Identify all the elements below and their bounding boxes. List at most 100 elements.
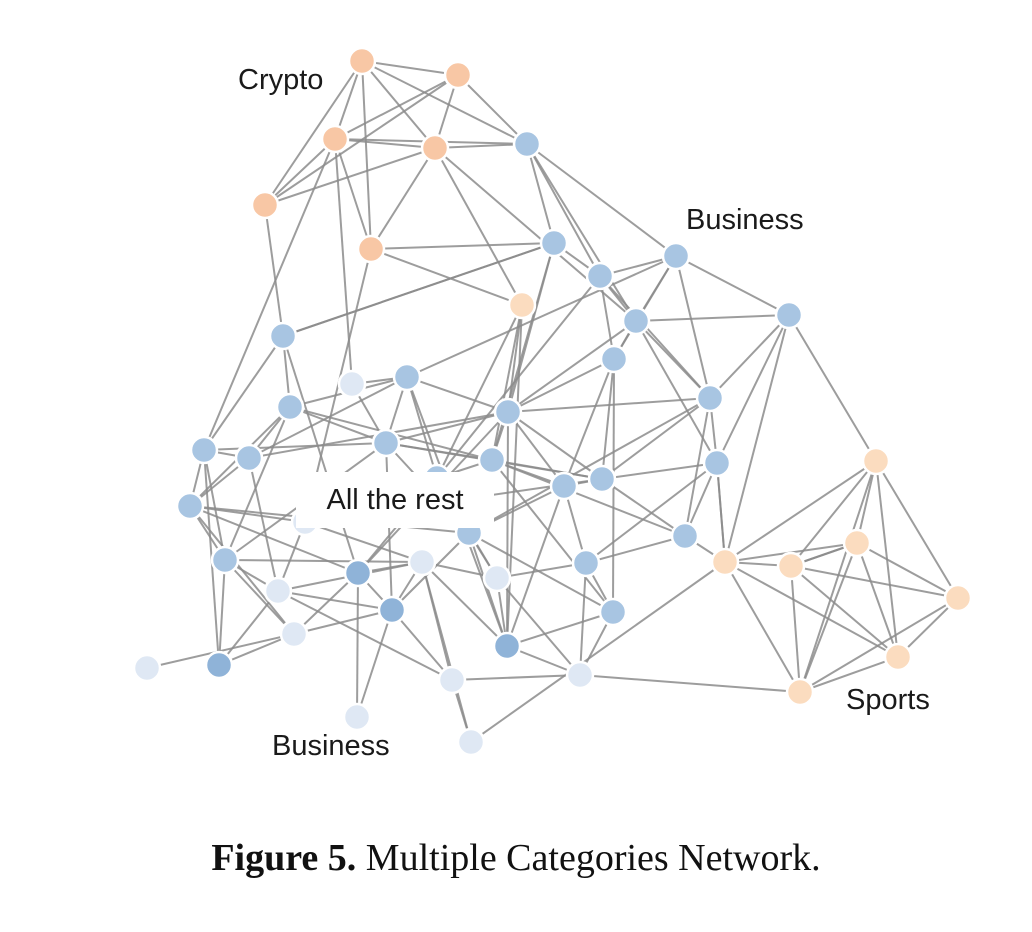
network-edge [451, 674, 581, 681]
business-node [492, 631, 522, 661]
light-business-node [132, 653, 162, 683]
figure-caption-text: Multiple Categories Network. [365, 837, 821, 879]
sports-cluster-label: Sports [846, 684, 930, 716]
business-node [377, 595, 407, 625]
business-bottom-cluster-label: Business [272, 730, 390, 762]
network-edge [507, 242, 555, 413]
sports-node [785, 677, 815, 707]
network-edge [716, 462, 726, 563]
light-business-node [342, 702, 372, 732]
network-edge [491, 459, 686, 537]
network-edge [293, 572, 359, 635]
network-edge [304, 521, 423, 563]
network-edge [585, 535, 686, 564]
business-node [392, 362, 422, 392]
business-node [234, 443, 264, 473]
business-node [571, 548, 601, 578]
network-edge [470, 561, 726, 743]
network-edge [709, 314, 790, 399]
network-edge [496, 562, 587, 579]
network-edge [635, 314, 790, 322]
network-edge [218, 559, 226, 666]
network-edge [293, 609, 393, 635]
business-node [598, 597, 628, 627]
business-node [175, 491, 205, 521]
business-node [585, 261, 615, 291]
business-node [275, 392, 305, 422]
light-business-node [337, 369, 367, 399]
business-node [477, 445, 507, 475]
network-edge [790, 565, 801, 693]
network-edge [361, 60, 459, 76]
network-edge [203, 138, 336, 451]
network-edge [421, 561, 472, 743]
network-edge [224, 559, 423, 563]
network-edge [264, 147, 436, 206]
network-edge [334, 74, 459, 140]
network-edge [507, 320, 637, 413]
network-edge [526, 143, 677, 257]
business-node [695, 383, 725, 413]
sports-node [842, 528, 872, 558]
light-business-node [407, 547, 437, 577]
network-edge [856, 542, 959, 599]
sports-node [776, 551, 806, 581]
network-edge [356, 572, 359, 718]
light-business-node [437, 665, 467, 695]
crypto-node [443, 60, 473, 90]
light-business-node [263, 576, 293, 606]
network-edge [506, 304, 523, 647]
network-edge [526, 143, 637, 322]
network-edge [601, 462, 718, 480]
network-edge [799, 656, 899, 693]
network-edge [203, 442, 387, 451]
business-node [774, 300, 804, 330]
network-edge [635, 320, 711, 399]
network-edge [391, 609, 453, 681]
network-edge [468, 532, 614, 613]
sports-node [507, 290, 537, 320]
network-edge [361, 60, 372, 250]
network-edge [277, 590, 393, 611]
network-edge [507, 397, 711, 413]
network-edge [526, 143, 601, 277]
crypto-node [347, 46, 377, 76]
business-node [549, 471, 579, 501]
network-figure: Crypto Business All the rest Business Sp… [132, 46, 973, 762]
network-edge [468, 397, 711, 534]
network-edge [277, 590, 453, 681]
network-edge [361, 60, 436, 149]
network-edge [724, 561, 801, 693]
network-edge [506, 411, 509, 647]
crypto-node [250, 190, 280, 220]
network-edge [601, 478, 686, 537]
network-edge [724, 460, 877, 563]
sports-node [883, 642, 913, 672]
network-edge [421, 561, 508, 647]
network-edge [799, 460, 877, 693]
network-edge [875, 460, 959, 599]
light-business-node [456, 727, 486, 757]
figure-number: Figure 5. [211, 837, 357, 879]
network-edge [264, 138, 336, 206]
network-edge [370, 242, 555, 250]
network-edge [507, 358, 615, 413]
crypto-node [320, 124, 350, 154]
network-edge [563, 358, 615, 487]
business-node [268, 321, 298, 351]
network-edge [248, 457, 279, 592]
network-edge [282, 335, 359, 574]
network-edge [601, 397, 711, 480]
business-node [204, 650, 234, 680]
network-edge [457, 74, 528, 145]
light-business-node [279, 619, 309, 649]
figure-caption: Figure 5. Multiple Categories Network. [0, 836, 1032, 880]
network-edge [675, 255, 790, 316]
business-node [371, 428, 401, 458]
network-edge [579, 674, 801, 693]
business-node [210, 545, 240, 575]
network-edge [334, 138, 372, 250]
business-node [702, 448, 732, 478]
light-business-node [565, 660, 595, 690]
business-node [670, 521, 700, 551]
